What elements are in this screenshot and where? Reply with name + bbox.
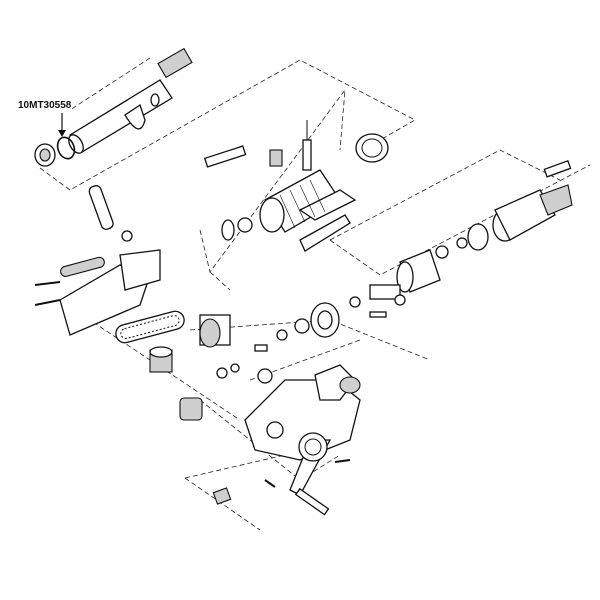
callout-arrow [58, 113, 66, 137]
screws-left [34, 281, 61, 306]
belt-arm [59, 249, 161, 336]
screws-right [264, 459, 351, 488]
rotor-assembly [435, 159, 573, 259]
o-ring-10MT30558 [56, 136, 76, 160]
motor-housing [259, 169, 357, 233]
lever [221, 214, 351, 252]
collet-nut [34, 143, 56, 167]
valve-stem-parts [269, 120, 312, 171]
spindle-pulley [199, 314, 231, 348]
pin [294, 487, 330, 516]
rotor-shaft [349, 284, 406, 318]
part-number-callout: 10MT30558 [18, 100, 72, 111]
bracket-plate [212, 487, 232, 505]
washer [121, 230, 133, 242]
gear-head-housing [244, 364, 361, 461]
drive-belt [115, 310, 185, 344]
small-parts [216, 344, 273, 384]
housing-clamp [355, 133, 389, 163]
pin [88, 185, 114, 230]
bearing-housing [276, 302, 340, 341]
handle-tube [68, 47, 193, 154]
drive-pulley [149, 346, 173, 373]
cylinder [396, 249, 441, 293]
small-ring [150, 93, 160, 107]
pin [203, 145, 247, 168]
knob [179, 397, 203, 421]
